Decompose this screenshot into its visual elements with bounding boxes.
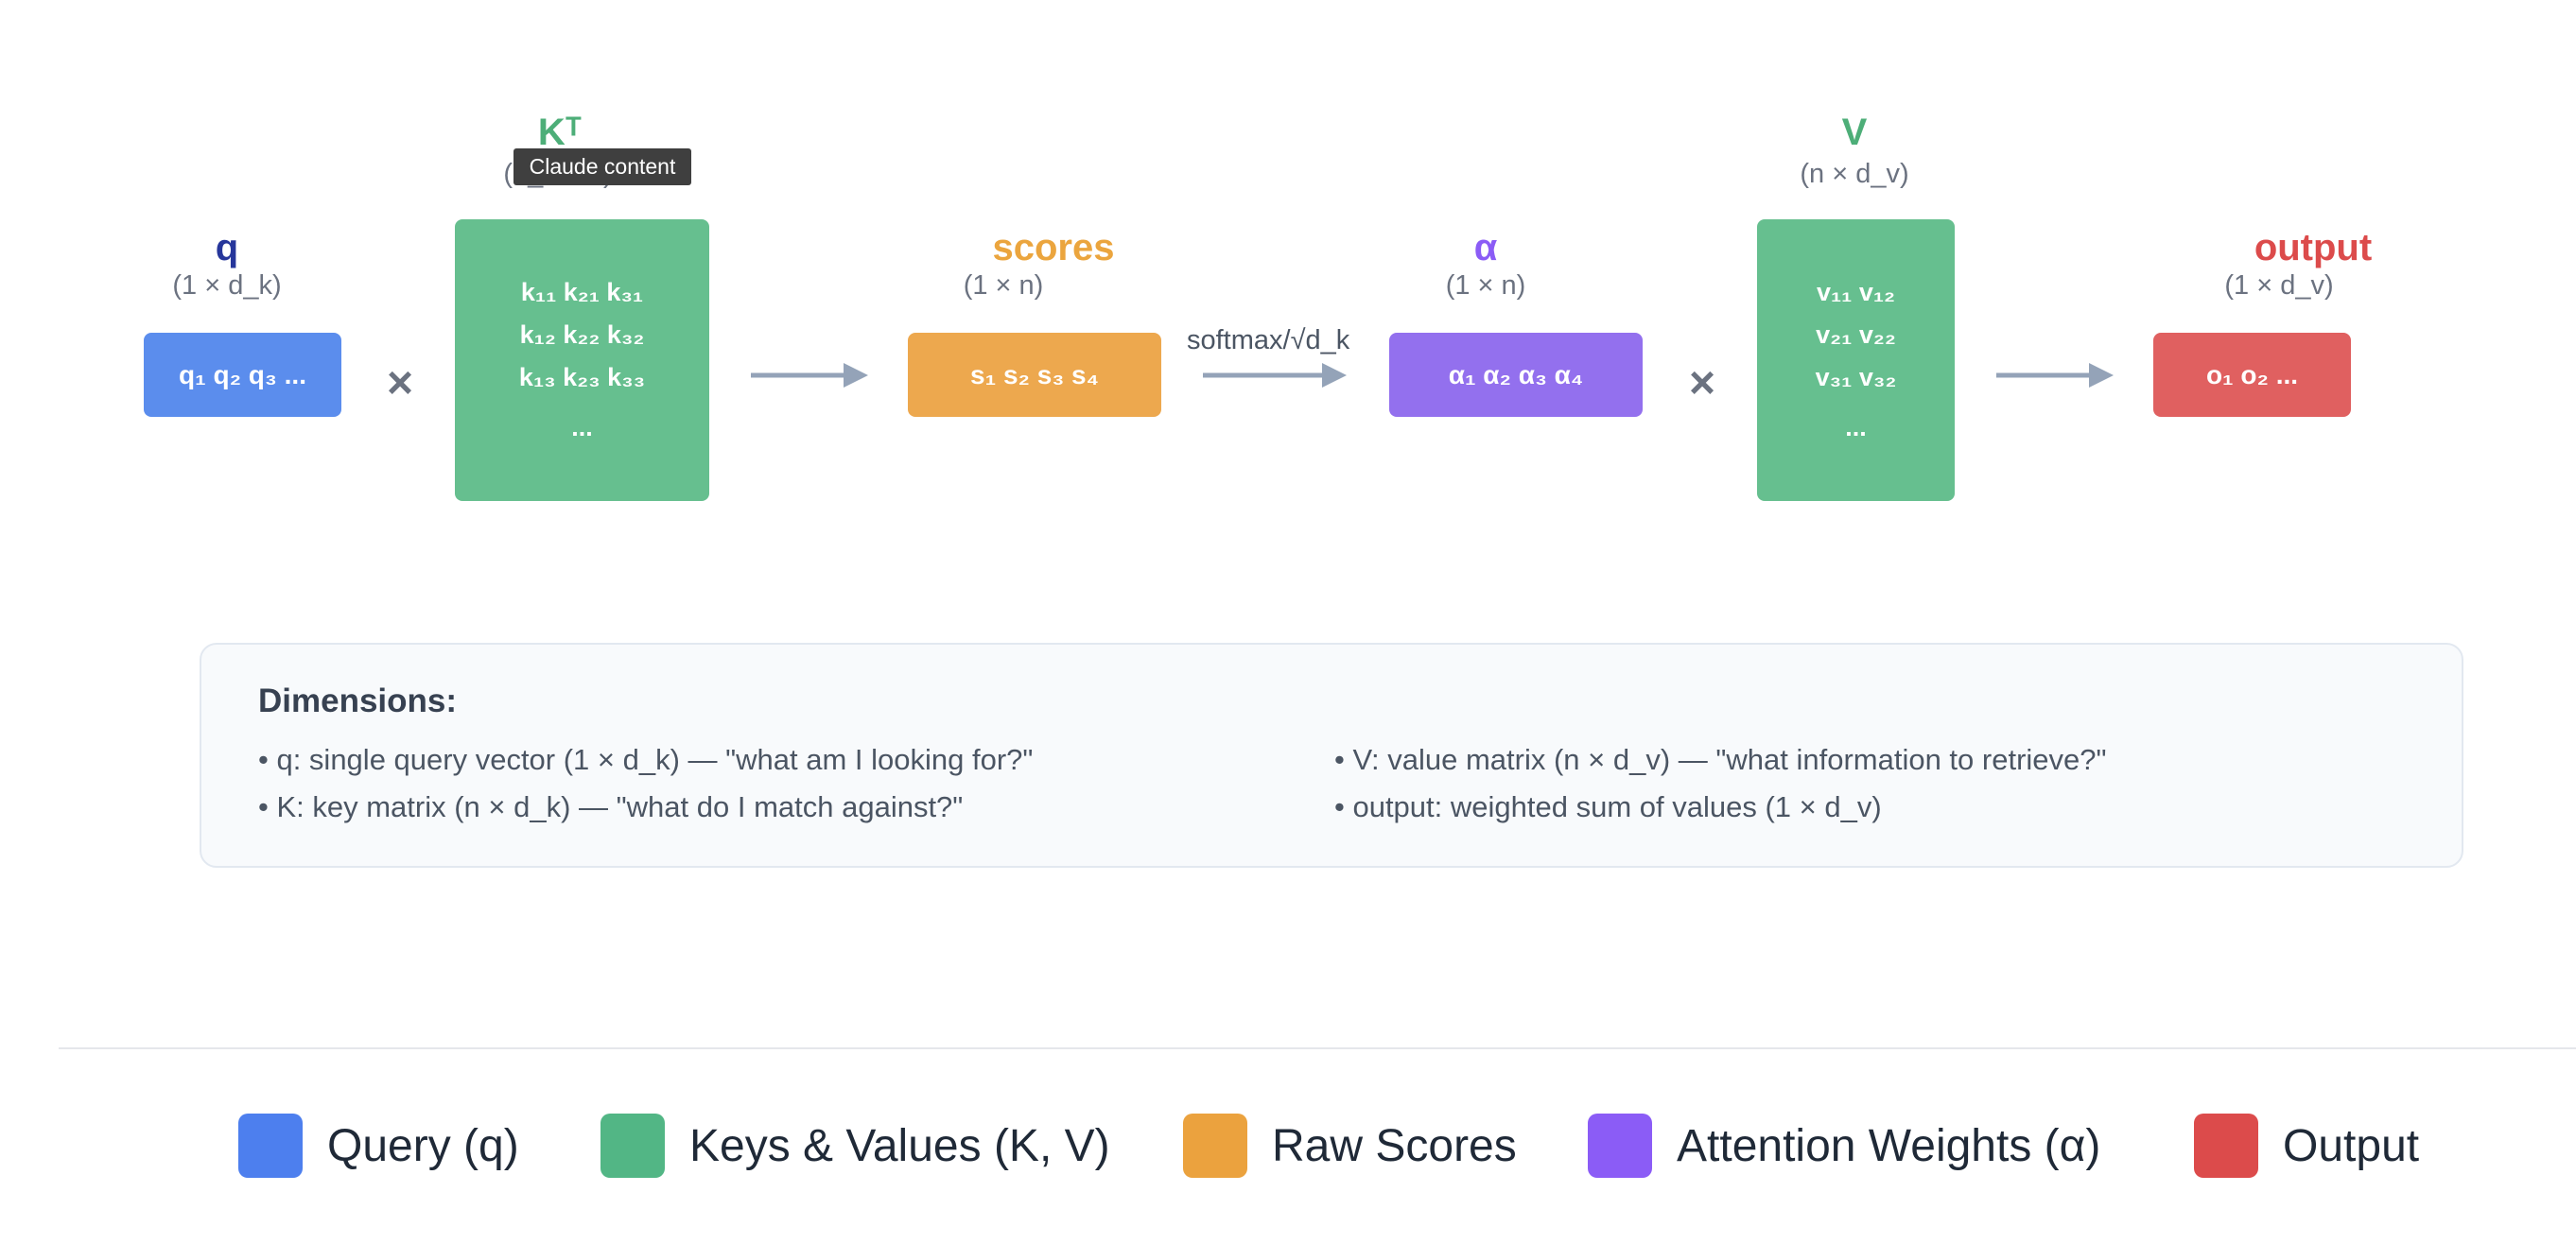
legend-item-keys-values: Keys & Values (K, V) (600, 1114, 1110, 1178)
legend-item-raw-scores: Raw Scores (1183, 1114, 1517, 1178)
k-row-2: k₁₂ k₂₂ k₃₂ (519, 320, 645, 349)
k-row-1: k₁₁ k₂₁ k₃₁ (520, 278, 644, 306)
v-title: V (1841, 112, 1868, 153)
attention-weights-box: α₁ α₂ α₃ α₄ (1389, 333, 1643, 417)
v-row-3: v₃₁ v₃₂ (1815, 363, 1897, 391)
scores-title: scores (992, 227, 1115, 268)
alpha-title: α (1473, 227, 1498, 268)
dimensions-title: Dimensions: (258, 682, 458, 719)
legend-label-query: Query (q) (327, 1120, 519, 1171)
k-title: Kᵀ (537, 112, 583, 153)
legend-swatch-keys-values (600, 1114, 665, 1178)
output-dim: (1 × d_v) (2224, 270, 2334, 301)
scores-vector-box: s₁ s₂ s₃ s₄ (908, 333, 1161, 417)
legend-item-query: Query (q) (238, 1114, 519, 1178)
output-vector-box: o₁ o₂ ... (2153, 333, 2351, 417)
multiply-symbol-1: × (386, 358, 414, 408)
legend-item-attention-weights: Attention Weights (α) (1588, 1114, 2100, 1178)
legend-swatch-attention-weights (1588, 1114, 1652, 1178)
legend-swatch-raw-scores (1183, 1114, 1247, 1178)
legend-divider (59, 1047, 2576, 1049)
alpha-dim: (1 × n) (1445, 270, 1526, 301)
softmax-arrow-icon (1203, 363, 1347, 388)
dimension-item-output: • output: weighted sum of values (1 × d_… (1334, 790, 1882, 823)
claude-content-tooltip: Claude content (513, 148, 691, 185)
q-dim: (1 × d_k) (172, 270, 282, 301)
output-title: output (2254, 227, 2373, 268)
v-matrix-box: v₁₁ v₁₂ v₂₁ v₂₂ v₃₁ v₃₂ ... (1757, 219, 1955, 501)
arrow-right-icon (751, 363, 868, 388)
q-vector-box: q₁ q₂ q₃ ... (144, 333, 341, 417)
legend-swatch-output (2194, 1114, 2258, 1178)
v-row-1: v₁₁ v₁₂ (1816, 278, 1896, 306)
scores-dim: (1 × n) (963, 270, 1044, 301)
dimension-item-k: • K: key matrix (n × d_k) — "what do I m… (258, 790, 964, 823)
k-matrix-box: k₁₁ k₂₁ k₃₁ k₁₂ k₂₂ k₃₂ k₁₃ k₂₃ k₃₃ ... (455, 219, 709, 501)
k-row-4: ... (571, 413, 593, 441)
legend-label-raw-scores: Raw Scores (1272, 1120, 1517, 1171)
legend-swatch-query (238, 1114, 303, 1178)
k-row-3: k₁₃ k₂₃ k₃₃ (518, 363, 646, 391)
v-row-2: v₂₁ v₂₂ (1816, 320, 1896, 349)
softmax-label: softmax/√d_k (1187, 325, 1350, 355)
dimension-item-q: • q: single query vector (1 × d_k) — "wh… (258, 743, 1034, 776)
dimension-item-v: • V: value matrix (n × d_v) — "what info… (1334, 743, 2107, 776)
v-dim: (n × d_v) (1800, 159, 1909, 189)
legend-item-output: Output (2194, 1114, 2419, 1178)
dimensions-panel: Dimensions: • q: single query vector (1 … (200, 643, 2463, 868)
v-row-4: ... (1845, 413, 1867, 441)
legend-label-output: Output (2283, 1120, 2420, 1171)
legend-label-keys-values: Keys & Values (K, V) (689, 1120, 1110, 1171)
legend-label-attention-weights: Attention Weights (α) (1677, 1120, 2101, 1171)
arrow-right-icon-2 (1996, 363, 2114, 388)
q-title: q (215, 227, 239, 268)
multiply-symbol-2: × (1688, 358, 1716, 408)
